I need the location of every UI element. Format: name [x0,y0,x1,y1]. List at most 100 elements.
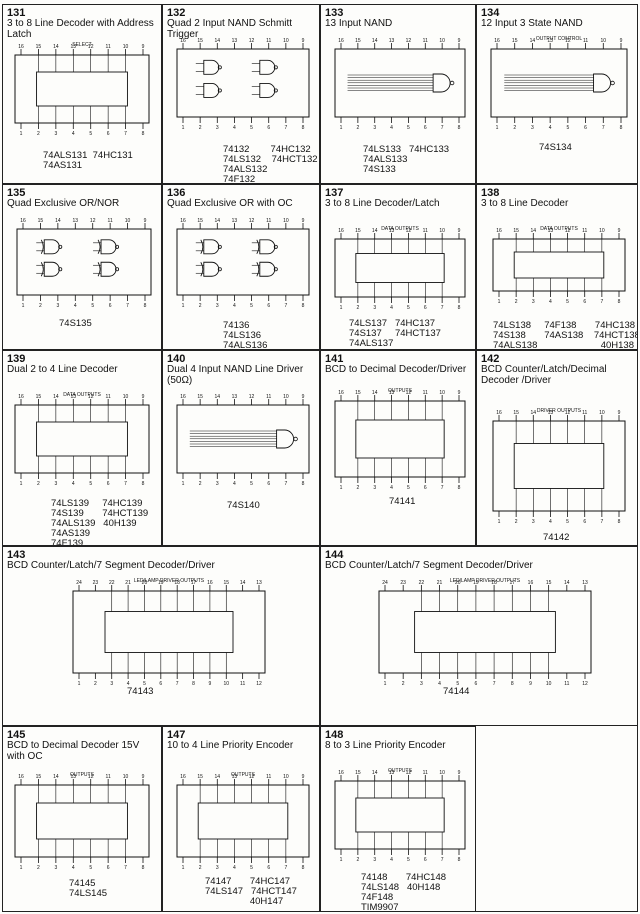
pin-label: 12 [565,410,571,416]
part-numbers: 74132 74HC132 74LS132 74HCT132 74ALS132 … [223,144,318,184]
pin-label: 7 [600,519,603,525]
pin-label: 15 [38,218,44,224]
pin-label: 2 [199,481,202,487]
pin-label: 8 [302,125,305,131]
pin-label: 4 [438,681,441,687]
pin-label: 10 [125,218,131,224]
pin-label: 6 [267,481,270,487]
cell-title: BCD Counter/Latch/7 Segment Decoder/Driv… [325,560,533,571]
pin-label: 12 [256,681,262,687]
pin-label: 2 [37,865,40,871]
pin-label: 14 [240,580,246,586]
pin-label: 9 [618,410,621,416]
pin-label: 8 [144,303,147,309]
logic-block [355,419,445,459]
pin-label: 12 [88,394,94,400]
pin-label: 9 [458,228,461,234]
pin-label: 1 [384,681,387,687]
pin-label: 9 [458,770,461,776]
pin-label: 16 [18,44,24,50]
pin-label: 6 [424,305,427,311]
pin-label: 16 [180,774,186,780]
pin-label: 5 [566,125,569,131]
pin-label: 5 [89,481,92,487]
pin-label: 13 [71,394,77,400]
pin-label: 15 [197,394,203,400]
pin-label: 8 [142,481,145,487]
pin-label: 3 [56,303,59,309]
pin-label: 16 [20,218,26,224]
pin-label: 7 [124,131,127,137]
pin-label: 15 [223,580,229,586]
pin-label: 9 [209,681,212,687]
pin-label: 4 [549,519,552,525]
ic-package [176,784,310,858]
diagram-note: OUTPUTS [388,388,413,394]
logic-gate [432,73,451,93]
diagram-note: DATA OUTPUTS [540,226,578,232]
pin-label: 14 [530,38,536,44]
pin-label: 16 [528,580,534,586]
pin-label: 14 [215,38,221,44]
logic-gate [259,239,276,255]
pin-label: 5 [566,519,569,525]
diagram-note: LED/LAMP DRIVER OUTPUTS [134,578,205,584]
pin-label: 3 [54,481,57,487]
pin-label: 11 [266,38,271,44]
pin-label: 14 [531,228,537,234]
pin-label: 18 [174,580,180,586]
pin-label: 2 [356,305,359,311]
part-numbers: 74LS133 74HC133 74ALS133 74S133 [363,144,450,175]
part-numbers: 74LS137 74HC137 74S137 74HCT137 74ALS137… [349,318,441,350]
pin-label: 1 [78,681,81,687]
ic-package [492,238,626,292]
pin-label: 8 [458,305,461,311]
pin-label: 1 [22,303,25,309]
pin-label: 6 [107,865,110,871]
pin-label: 8 [458,857,461,863]
pin-label: 14 [215,394,221,400]
pin-label: 4 [72,865,75,871]
pin-label: 6 [424,485,427,491]
pin-label: 1 [498,519,501,525]
cell-number: 132 [167,7,186,19]
pin-label: 15 [355,390,361,396]
pin-label: 13 [256,580,262,586]
cell-title: BCD to Decimal Decoder 15V with OC [7,740,140,762]
pin-label: 2 [515,519,518,525]
pin-label: 16 [18,394,24,400]
pin-label: 3 [420,681,423,687]
ic-package [378,590,592,674]
pin-label: 15 [36,774,42,780]
cell-title: 8 to 3 Line Priority Encoder [325,740,446,751]
pin-label: 16 [180,38,186,44]
logic-gate [276,429,295,449]
pin-label: 6 [107,481,110,487]
pin-label: 10 [439,38,445,44]
pin-label: 8 [458,485,461,491]
logic-gate [203,239,220,255]
pin-label: 4 [390,857,393,863]
pin-label: 10 [123,44,129,50]
pin-label: 12 [249,38,255,44]
pin-label: 12 [90,218,96,224]
cell-title: 3 to 8 Line Decoder [481,198,569,209]
pin-label: 11 [564,681,569,687]
part-numbers: 74S140 [227,500,260,511]
cell-number: 145 [7,729,26,741]
pin-label: 14 [53,394,59,400]
pin-label: 8 [458,125,461,131]
pin-label: 4 [233,303,236,309]
pin-label: 19 [473,580,479,586]
ic-package [72,590,266,674]
